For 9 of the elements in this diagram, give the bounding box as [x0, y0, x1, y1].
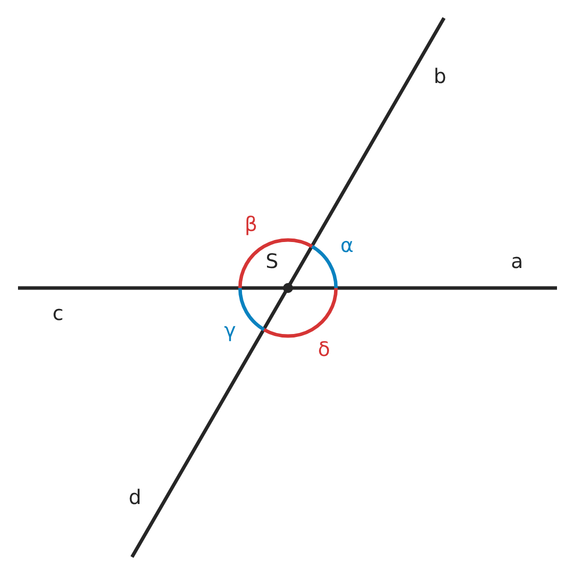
angle-label: γ	[224, 319, 236, 341]
line-label: d	[128, 486, 142, 508]
line-label: a	[510, 250, 524, 272]
line-label: c	[52, 302, 64, 324]
angle-label: δ	[318, 338, 330, 360]
angle-label: α	[340, 234, 354, 256]
point-label: S	[266, 250, 278, 272]
line-label: b	[434, 65, 446, 87]
angle-label: β	[244, 213, 258, 235]
